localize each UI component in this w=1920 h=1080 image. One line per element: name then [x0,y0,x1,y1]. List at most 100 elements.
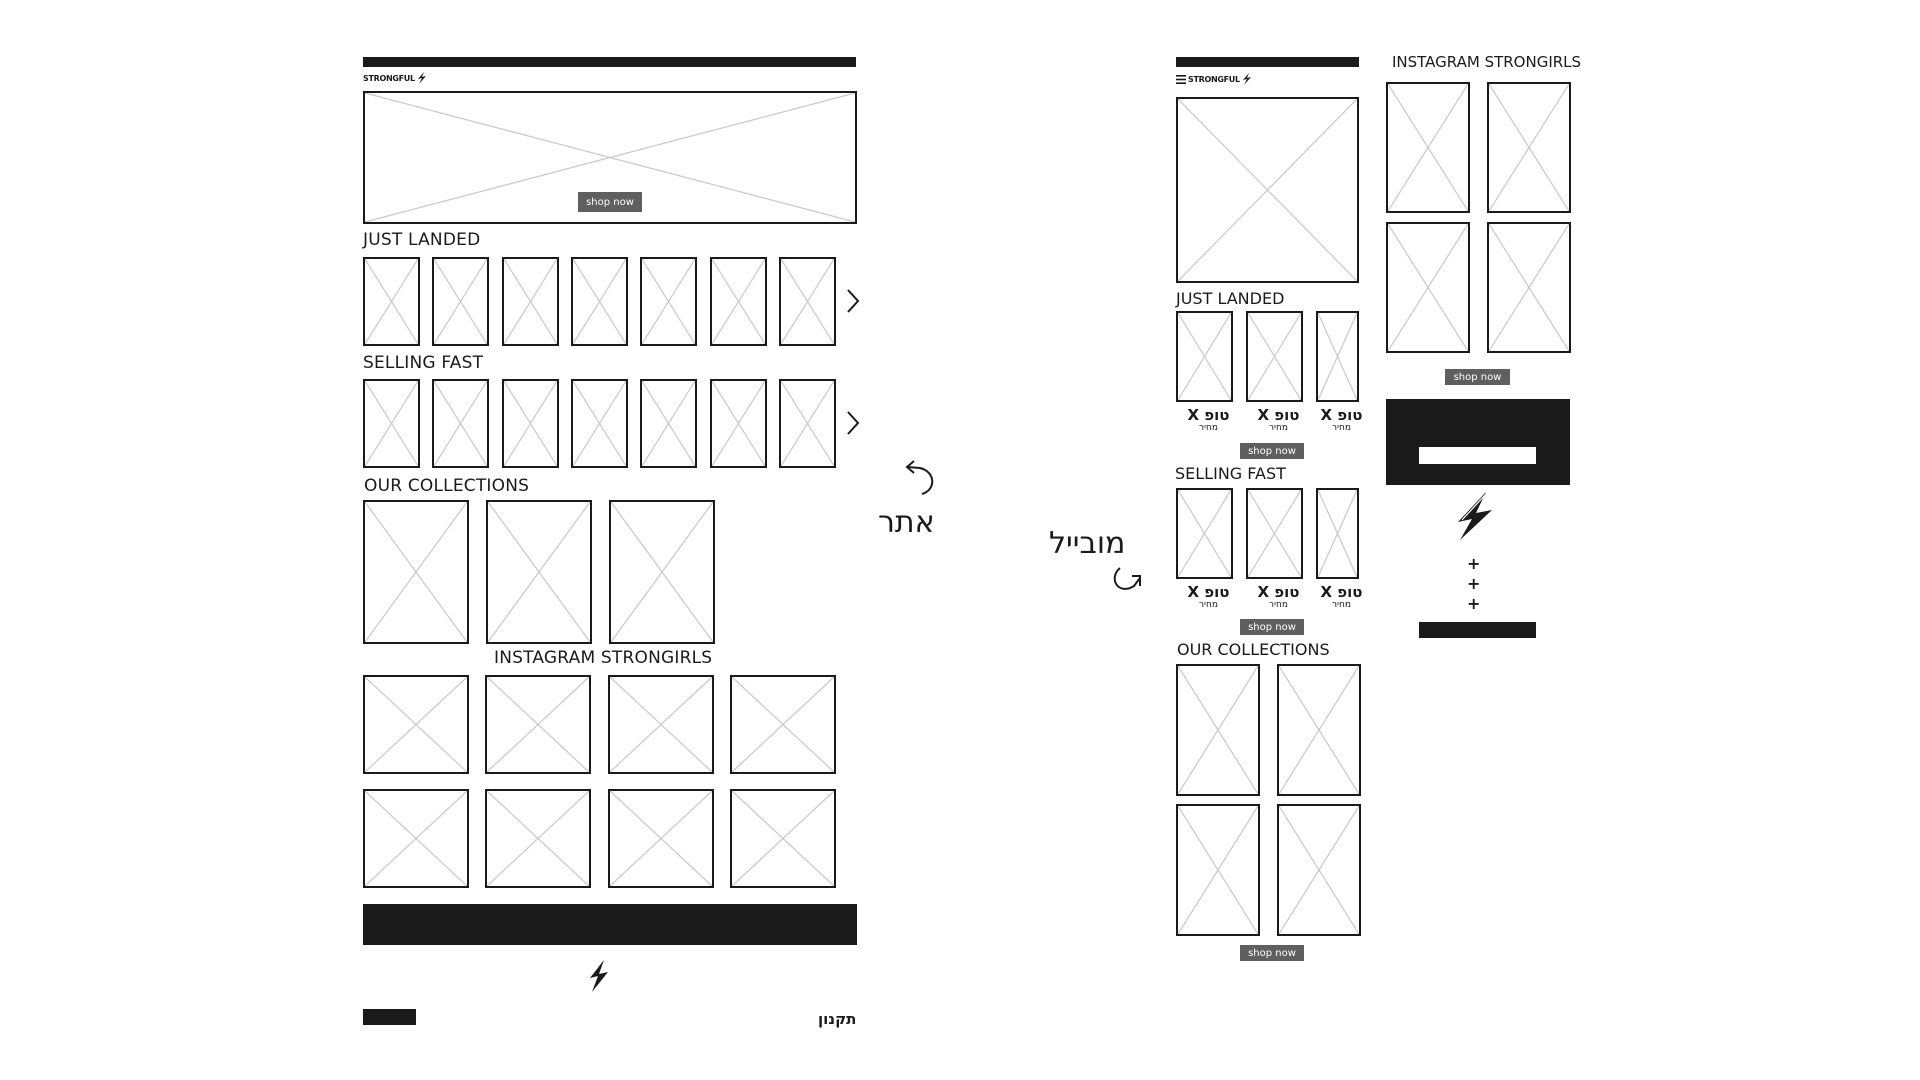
instagram-tile[interactable] [607,789,714,888]
instagram-tile[interactable] [729,675,836,774]
mobile-collections-shop-now-button[interactable]: shop now [1240,945,1304,961]
collection-card[interactable] [1176,804,1260,936]
product-title: טופ X [1257,583,1300,601]
product-title: טופ X [1320,583,1363,601]
placeholder-cross [1178,806,1258,934]
placeholder-cross [365,677,467,772]
mobile-selling-fast-shop-now-button[interactable]: shop now [1240,619,1304,635]
mobile-accordion-plus-2[interactable]: + [1467,574,1481,593]
placeholder-cross [488,502,590,642]
placeholder-cross [642,381,695,466]
product-price: מחיר [1331,423,1352,433]
mobile-newsletter-input[interactable] [1419,447,1536,464]
curved-arrow-icon [905,460,934,495]
mobile-just-landed-shop-now-button[interactable]: shop now [1240,443,1304,459]
placeholder-cross [1248,490,1301,577]
placeholder-cross [1279,806,1359,934]
mobile-accordion-plus-3[interactable]: + [1467,594,1481,613]
mobile-just-landed-title: JUST LANDED [1176,289,1285,308]
collection-card[interactable] [1277,664,1361,796]
product-card[interactable] [709,379,767,468]
product-card[interactable] [778,257,836,346]
instagram-tile[interactable] [1487,222,1571,353]
mobile-top-bar [1176,57,1359,67]
instagram-tile[interactable] [1386,222,1470,353]
instagram-tile[interactable] [363,789,469,888]
desktop-footer-terms-link[interactable]: תקנון [818,1010,857,1028]
placeholder-cross [712,381,765,466]
placeholder-cross [1178,313,1231,400]
placeholder-cross [365,381,418,466]
product-card[interactable] [570,379,628,468]
product-card[interactable] [1246,488,1303,579]
product-card[interactable] [709,257,767,346]
placeholder-cross [365,259,418,344]
desktop-our-collections-title: OUR COLLECTIONS [364,476,530,496]
instagram-tile[interactable] [607,675,714,774]
product-card[interactable] [501,257,559,346]
placeholder-cross [611,502,713,642]
instagram-tile[interactable] [1487,82,1571,213]
collection-card[interactable] [363,500,469,644]
collection-card[interactable] [1277,804,1361,936]
product-card[interactable] [1176,311,1233,402]
product-card[interactable] [432,379,490,468]
mobile-accordion-plus-1[interactable]: + [1467,554,1481,573]
product-card[interactable] [432,257,490,346]
placeholder-cross [1318,313,1357,400]
placeholder-cross [573,381,626,466]
desktop-footer-block[interactable] [363,1009,416,1025]
product-card[interactable] [1246,311,1303,402]
instagram-tile[interactable] [1386,82,1470,213]
desktop-just-landed-title: JUST LANDED [363,230,481,250]
lightning-icon [1458,492,1492,540]
product-card[interactable] [640,379,698,468]
placeholder-cross [781,381,834,466]
product-price: מחיר [1198,600,1219,610]
mobile-newsletter-block [1386,399,1570,485]
instagram-tile[interactable] [485,789,592,888]
mobile-instagram-shop-now-button[interactable]: shop now [1445,369,1510,385]
placeholder-cross [1489,84,1569,211]
instagram-tile[interactable] [729,789,836,888]
placeholder-cross [487,791,589,886]
product-card[interactable] [501,379,559,468]
product-card[interactable] [1176,488,1233,579]
placeholder-cross [1388,224,1468,351]
chevron-right-icon[interactable] [846,288,860,314]
product-title: טופ X [1257,406,1300,424]
collection-card[interactable] [1176,664,1260,796]
mobile-logo-text[interactable]: STRONGFUL [1188,74,1240,84]
product-card[interactable] [1316,488,1359,579]
hamburger-icon[interactable] [1176,74,1186,84]
collection-card[interactable] [609,500,715,644]
product-card[interactable] [778,379,836,468]
desktop-selling-fast-title: SELLING FAST [363,353,484,373]
desktop-newsletter-bar [363,904,857,945]
product-card[interactable] [640,257,698,346]
product-card[interactable] [363,379,420,468]
product-card[interactable] [363,257,420,346]
instagram-tile[interactable] [485,675,592,774]
product-card[interactable] [1316,311,1359,402]
collection-card[interactable] [486,500,592,644]
mobile-instagram-title: INSTAGRAM STRONGIRLS [1392,53,1582,71]
instagram-tile[interactable] [363,675,469,774]
desktop-hero-shop-now-button[interactable]: shop now [578,192,642,212]
product-price: מחיר [1268,423,1289,433]
placeholder-cross [781,259,834,344]
placeholder-cross [487,677,589,772]
chevron-right-icon[interactable] [846,410,860,436]
mobile-footer-bar [1419,622,1536,638]
lightning-icon [1242,73,1251,85]
placeholder-cross [1248,313,1301,400]
desktop-logo[interactable]: STRONGFUL [363,72,427,84]
placeholder-cross [642,259,695,344]
placeholder-cross [1178,490,1231,577]
placeholder-cross [434,259,487,344]
product-card[interactable] [570,257,628,346]
